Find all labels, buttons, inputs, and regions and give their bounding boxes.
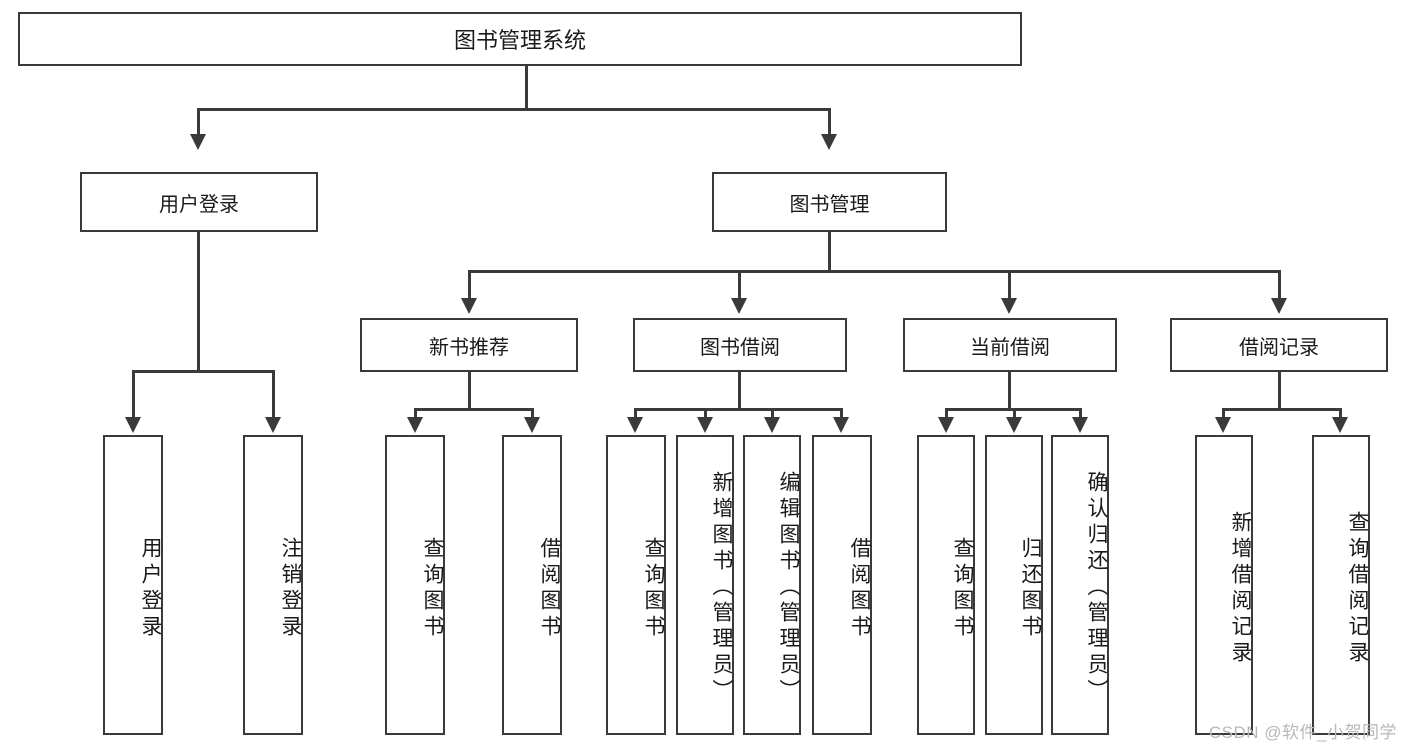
arrow-to-confirm-return <box>1072 417 1088 433</box>
connector-current-borrow-drop-1 <box>945 408 948 417</box>
arrow-to-logout-leaf <box>265 417 281 433</box>
connector-lvl3-drop-4 <box>1278 270 1281 298</box>
connector-new-book-drop-2 <box>531 408 534 417</box>
leaf-edit-book-admin[interactable]: 编辑图书（管理员） <box>743 435 801 735</box>
connector-book-borrow-drop-2 <box>704 408 707 417</box>
node-current-borrow[interactable]: 当前借阅 <box>903 318 1117 372</box>
leaf-user-login[interactable]: 用户登录 <box>103 435 163 735</box>
arrow-to-new-book-recommend <box>461 298 477 314</box>
leaf-confirm-return-admin[interactable]: 确认归还（管理员） <box>1051 435 1109 735</box>
connector-lvl3-drop-1 <box>468 270 471 298</box>
node-label: 确认归还（管理员） <box>1085 471 1108 705</box>
connector-user-login-drop-2 <box>272 370 275 417</box>
leaf-borrow-book[interactable]: 借阅图书 <box>812 435 872 735</box>
connector-new-book-drop-1 <box>414 408 417 417</box>
node-label: 查询图书 <box>421 537 444 641</box>
arrow-to-query-book-1 <box>407 417 423 433</box>
arrow-to-current-borrow <box>1001 298 1017 314</box>
connector-lvl3-drop-3 <box>1008 270 1011 298</box>
connector-borrow-record-drop-2 <box>1339 408 1342 417</box>
node-label: 用户登录 <box>159 193 239 216</box>
leaf-query-borrow-record[interactable]: 查询借阅记录 <box>1312 435 1370 735</box>
leaf-add-book-admin[interactable]: 新增图书（管理员） <box>676 435 734 735</box>
node-label: 用户登录 <box>139 537 162 641</box>
leaf-add-borrow-record[interactable]: 新增借阅记录 <box>1195 435 1253 735</box>
node-label: 查询图书 <box>642 537 665 641</box>
connector-book-borrow-drop-3 <box>771 408 774 417</box>
connector-current-borrow-drop-3 <box>1079 408 1082 417</box>
connector-root-drop-right <box>828 108 831 134</box>
leaf-query-book-current[interactable]: 查询图书 <box>917 435 975 735</box>
node-new-book-recommend[interactable]: 新书推荐 <box>360 318 578 372</box>
arrow-to-borrow-record <box>1271 298 1287 314</box>
node-label: 借阅图书 <box>538 537 561 641</box>
arrow-to-query-book-3 <box>938 417 954 433</box>
connector-book-management-stem <box>828 232 831 270</box>
node-label: 当前借阅 <box>970 336 1050 359</box>
connector-lvl3-drop-2 <box>738 270 741 298</box>
connector-root-stem <box>525 66 528 108</box>
connector-book-borrow-drop-4 <box>840 408 843 417</box>
connector-new-book-stem <box>468 372 471 408</box>
connector-current-borrow-stem <box>1008 372 1011 408</box>
arrow-to-edit-book <box>764 417 780 433</box>
node-label: 新书推荐 <box>429 336 509 359</box>
arrow-to-borrow-book-2 <box>833 417 849 433</box>
connector-book-borrow-drop-1 <box>634 408 637 417</box>
node-label: 借阅图书 <box>848 537 871 641</box>
node-label: 新增图书（管理员） <box>710 471 733 705</box>
node-user-login[interactable]: 用户登录 <box>80 172 318 232</box>
connector-book-borrow-stem <box>738 372 741 408</box>
node-label: 新增借阅记录 <box>1229 511 1252 667</box>
leaf-query-book-borrow[interactable]: 查询图书 <box>606 435 666 735</box>
node-label: 查询借阅记录 <box>1346 511 1369 667</box>
node-book-borrow[interactable]: 图书借阅 <box>633 318 847 372</box>
arrow-to-book-management <box>821 134 837 150</box>
leaf-query-book-recommend[interactable]: 查询图书 <box>385 435 445 735</box>
arrow-to-query-borrow-record <box>1332 417 1348 433</box>
arrow-to-book-borrow <box>731 298 747 314</box>
connector-current-borrow-drop-2 <box>1013 408 1016 417</box>
leaf-return-book[interactable]: 归还图书 <box>985 435 1043 735</box>
connector-root-bus <box>197 108 831 111</box>
leaf-borrow-book-recommend[interactable]: 借阅图书 <box>502 435 562 735</box>
arrow-to-add-borrow-record <box>1215 417 1231 433</box>
node-root-book-management-system[interactable]: 图书管理系统 <box>18 12 1022 66</box>
connector-user-login-bus <box>132 370 275 373</box>
arrow-to-user-login-leaf <box>125 417 141 433</box>
connector-user-login-drop-1 <box>132 370 135 417</box>
connector-borrow-record-bus <box>1222 408 1342 411</box>
node-label: 图书借阅 <box>700 336 780 359</box>
node-book-management[interactable]: 图书管理 <box>712 172 947 232</box>
leaf-logout[interactable]: 注销登录 <box>243 435 303 735</box>
node-label: 图书管理系统 <box>453 28 586 53</box>
connector-new-book-bus <box>414 408 534 411</box>
arrow-to-return-book <box>1006 417 1022 433</box>
connector-book-borrow-bus <box>634 408 843 411</box>
node-label: 图书管理 <box>789 193 870 216</box>
node-label: 查询图书 <box>951 537 974 641</box>
csdn-watermark: CSDN @软件_小贺同学 <box>1208 723 1397 742</box>
node-borrow-record[interactable]: 借阅记录 <box>1170 318 1388 372</box>
connector-borrow-record-drop-1 <box>1222 408 1225 417</box>
connector-book-management-bus <box>468 270 1281 273</box>
node-label: 编辑图书（管理员） <box>777 471 800 705</box>
connector-borrow-record-stem <box>1278 372 1281 408</box>
arrow-to-user-login <box>190 134 206 150</box>
connector-user-login-stem <box>197 232 200 370</box>
node-label: 借阅记录 <box>1239 336 1319 359</box>
connector-root-drop-left <box>197 108 200 134</box>
arrow-to-add-book <box>697 417 713 433</box>
node-label: 归还图书 <box>1019 537 1042 641</box>
arrow-to-borrow-book-1 <box>524 417 540 433</box>
arrow-to-query-book-2 <box>627 417 643 433</box>
node-label: 注销登录 <box>279 537 302 641</box>
